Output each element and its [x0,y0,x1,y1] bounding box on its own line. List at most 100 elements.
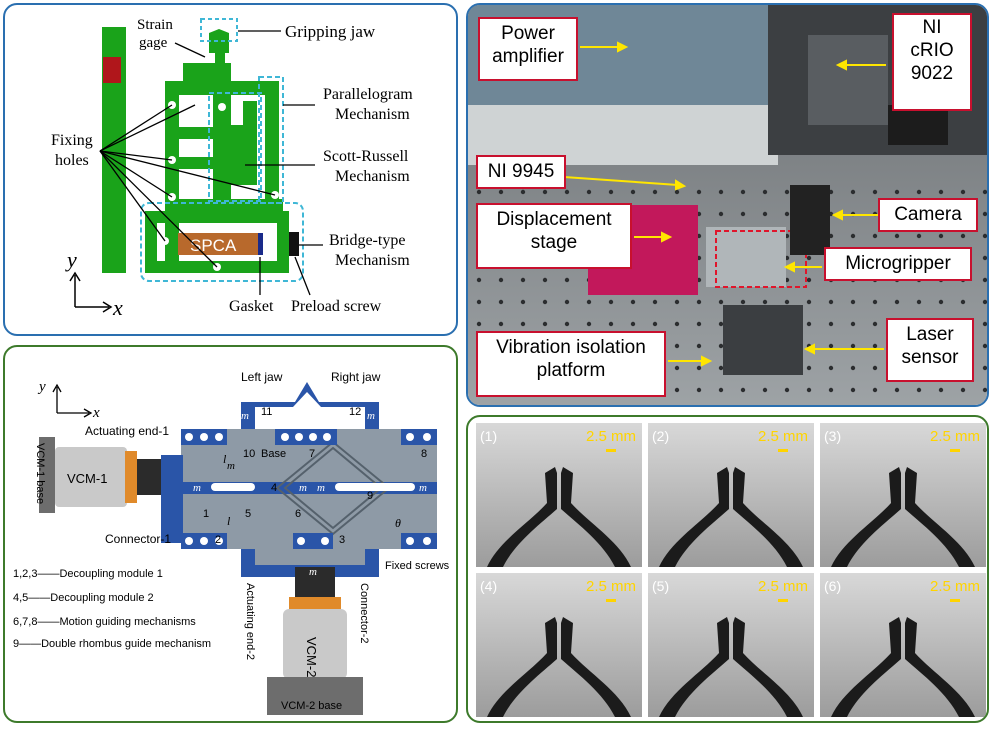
laser-sensor-label: Laser sensor [886,318,974,382]
spca-label: SPCA [190,236,237,255]
slots [211,483,415,491]
right-jaw-arm [905,617,975,717]
legend-item: 6,7,8——Motion guiding mechanisms [13,616,196,628]
legend: 1,2,3——Decoupling module 1 4,5——Decoupli… [13,568,211,650]
scale-bar [606,449,616,452]
vcm2-body [283,609,347,679]
power-amplifier-label: Power amplifier [478,17,578,81]
actuating-end-1-label: Actuating end-1 [85,424,169,438]
axes [69,271,113,313]
connector-1 [137,459,161,495]
pointer-arrows [563,41,886,367]
left-jaw-arm [487,467,557,567]
preload-screw [289,232,299,256]
gripping-jaw-label: Gripping jaw [285,22,376,41]
gripping-frames: (1)2.5 mm(2)2.5 mm(3)2.5 mm(4)2.5 mm(5)2… [476,423,986,717]
frame-background [476,573,642,717]
right-jaw-arm [905,467,975,567]
axis-y-label: y [65,247,77,272]
scale-bar [950,449,960,452]
right-jaw-label: Right jaw [331,370,381,384]
frame-background [648,423,814,567]
gasket [258,233,263,255]
scale-bar [778,449,788,452]
frame-background [820,423,986,567]
jaw-highlight [200,18,238,42]
frame-index: (6) [824,578,841,594]
svg-text:m: m [241,410,249,422]
right-jaw-arm [561,467,631,567]
module-numbers: 1 2 3 4 5 6 7 8 9 10 11 12 [203,406,427,546]
frame-index: (5) [652,578,669,594]
scale-label: 2.5 mm [930,578,980,595]
controller-display [888,105,948,145]
svg-text:1: 1 [203,508,209,520]
frame: (6) 2.5 mm [820,573,986,717]
panel-gripping-sequence: (1)2.5 mm(2)2.5 mm(3)2.5 mm(4)2.5 mm(5)2… [466,415,989,723]
vcm1-body [55,447,127,507]
svg-text:m: m [193,482,201,494]
svg-text:11: 11 [261,406,272,418]
frame-index: (4) [480,578,497,594]
left-jaw-arm [487,617,557,717]
preload-screw-label: Preload screw [291,298,382,315]
fixed-screws-label: Fixed screws [385,560,450,572]
vibration-platform-label: Vibration isolation platform [476,331,666,397]
frame-background [820,573,986,717]
svg-text:m: m [317,482,325,494]
l2-label: l [227,514,231,528]
svg-text:10: 10 [243,448,255,460]
displacement-stage-label: Displacement stage [476,203,632,269]
svg-text:12: 12 [349,406,361,418]
frame-index: (2) [652,428,669,444]
decoupling-design-drawing: y x [13,370,450,715]
highlight-regions [140,76,304,282]
frame: (4)2.5 mm [476,573,642,717]
laser-sensor-body [723,305,803,375]
right-jaw-arm [733,467,803,567]
ni-9945-label: NI 9945 [476,155,566,189]
axis-x-label: x [112,295,123,320]
svg-text:m: m [309,566,317,578]
svg-text:m: m [419,482,427,494]
frame-index: (3) [824,428,841,444]
left-jaw-arm [831,617,901,717]
axis-x-label: x [92,405,100,421]
strain-gage-patch [103,57,121,83]
svg-text:7: 7 [309,448,315,460]
left-jaw-arm [659,467,729,567]
microgripper-highlight [715,230,807,288]
scale-bar [778,599,788,602]
base-label: Base [261,448,286,460]
svg-text:9: 9 [367,490,373,502]
scale-label: 2.5 mm [586,428,636,445]
legend-item: 9——Double rhombus guide mechanism [13,638,211,650]
svg-text:4: 4 [271,482,277,494]
ni-crio-label: NI cRIO 9022 [892,13,972,111]
legend-item: 1,2,3——Decoupling module 1 [13,568,163,580]
frame: (5)2.5 mm [648,573,814,717]
frame: (1)2.5 mm [476,423,642,567]
gripping-jaw [209,29,229,65]
gasket-label: Gasket [229,298,274,315]
mechanism-body [145,63,297,273]
connector-2-label: Connector-2 [358,583,370,644]
connector-2 [295,567,335,597]
right-jaw-arm [561,617,631,717]
connector-1-label: Connector-1 [105,532,171,546]
svg-text:5: 5 [245,508,251,520]
svg-text:m: m [299,482,307,494]
axis-y-label: y [37,379,46,395]
scale-label: 2.5 mm [758,428,808,445]
scale-bar [606,599,616,602]
vcm1-label: VCM-1 [67,471,107,486]
vcm2-label: VCM-2 [304,637,319,677]
spca-actuator [178,233,258,255]
svg-text:m: m [367,410,375,422]
leader-lines [99,30,323,296]
